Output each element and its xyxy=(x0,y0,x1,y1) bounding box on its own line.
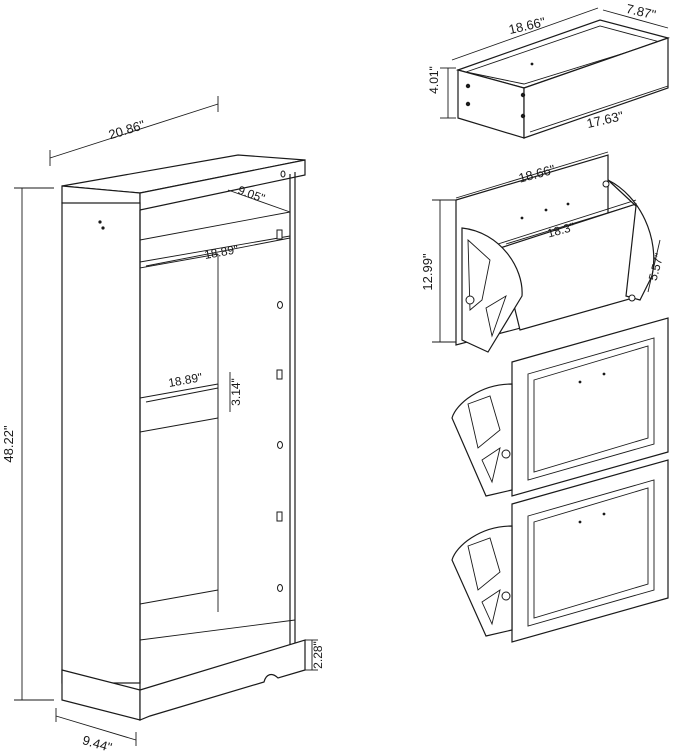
cabinet-height-label: 48.22" xyxy=(1,425,16,463)
cabinet-depth-label: 9.44" xyxy=(81,732,114,755)
flip-bin-dimension-lines xyxy=(432,151,661,343)
top-inner-depth-label: 9.05" xyxy=(236,183,267,206)
drawer-drawing xyxy=(455,19,671,139)
drawer-height-label: 4.01" xyxy=(427,66,441,94)
drawer-dimension-lines xyxy=(440,7,669,133)
flip-inner-width-label: 18.3" xyxy=(546,220,576,241)
mid-shelf-width-label: 18.89" xyxy=(167,370,203,390)
shelf-height-label: 3.14" xyxy=(229,378,243,406)
flip-height-label: 12.99" xyxy=(420,253,435,291)
cabinet-dimension-lines xyxy=(14,96,318,746)
cabinet-drawing xyxy=(61,154,306,721)
cabinet-width-label: 20.86" xyxy=(107,117,147,142)
door-lower xyxy=(451,459,669,643)
base-height-label: 2.28" xyxy=(311,641,325,669)
top-shelf-width-label: 18.89" xyxy=(203,242,239,262)
door-upper xyxy=(451,317,669,497)
drawer-depth-label: 7.87" xyxy=(625,1,658,22)
flip-bin-drawing xyxy=(455,154,655,353)
flip-depth-label: 5.57" xyxy=(646,252,667,282)
